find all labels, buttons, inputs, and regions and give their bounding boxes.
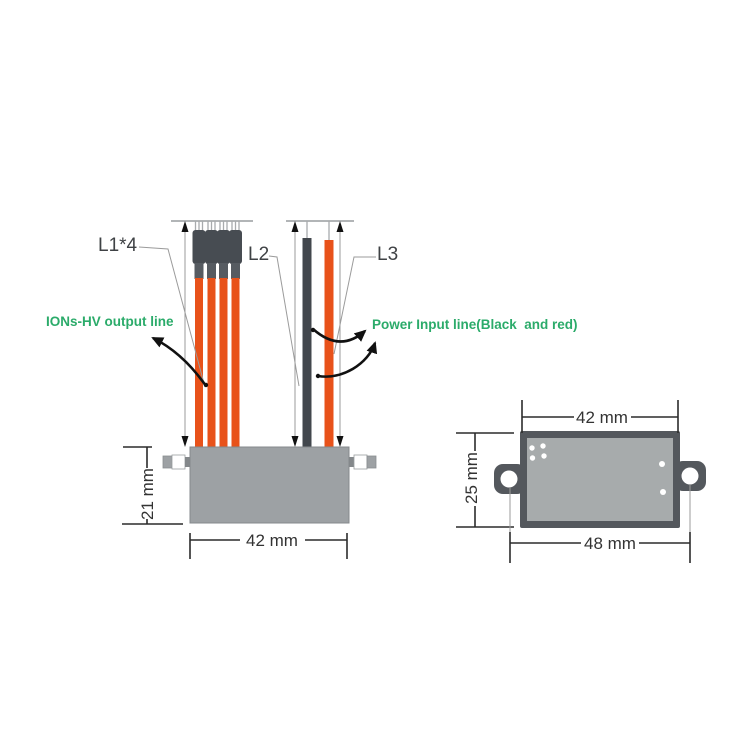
module-top-face xyxy=(527,438,673,521)
hv-connector-sleeve xyxy=(207,263,216,279)
hv-connector xyxy=(217,230,230,264)
hv-wire xyxy=(219,278,228,447)
label-l1-leader xyxy=(138,246,206,388)
power-wire-black xyxy=(302,238,312,447)
label-l3-leader xyxy=(333,256,376,355)
left-mounting-ear xyxy=(494,464,526,494)
right-mounting-stud xyxy=(349,454,377,470)
label-l3: L3 xyxy=(377,244,398,265)
power-input-arrow-red xyxy=(317,341,378,378)
label-l2-leader xyxy=(268,255,300,387)
hv-connectors xyxy=(192,230,242,279)
hv-output-arrow xyxy=(151,336,208,387)
label-l2: L2 xyxy=(248,244,269,265)
hv-connector xyxy=(192,230,206,264)
hv-connector xyxy=(205,230,218,264)
side-height-value: 21 mm xyxy=(138,468,157,520)
hv-wire-bundle xyxy=(192,221,242,447)
power-wire-red xyxy=(324,240,334,447)
side-height-dimension: 21 mm xyxy=(122,446,183,525)
emitter-holes xyxy=(529,443,666,495)
hv-output-annotation: IONs-HV output line xyxy=(46,314,174,329)
side-width-dimension: 42 mm xyxy=(189,531,348,559)
top-width-value: 42 mm xyxy=(576,408,628,427)
hv-wire xyxy=(195,278,203,447)
side-width-value: 42 mm xyxy=(246,531,298,550)
annotation-arrows xyxy=(151,327,378,388)
label-l1: L1*4 xyxy=(98,235,138,256)
hv-wire xyxy=(207,278,216,447)
left-mounting-stud xyxy=(162,454,190,470)
mounting-width-dimension: 48 mm xyxy=(509,485,691,563)
right-mounting-ear xyxy=(674,461,706,491)
module-body-side xyxy=(189,446,350,524)
top-height-value: 25 mm xyxy=(462,452,481,504)
top-width-dimension: 42 mm xyxy=(521,400,679,433)
hv-wires xyxy=(195,278,240,447)
power-input-arrow-black xyxy=(312,328,367,343)
module-top-view xyxy=(494,431,706,528)
hv-connector-sleeve xyxy=(219,263,228,279)
hv-connector-sleeve xyxy=(231,263,240,279)
power-input-annotation: Power Input line(Black and red) xyxy=(372,317,578,332)
hv-connector-sleeve xyxy=(194,263,204,279)
module-side-view xyxy=(162,446,377,524)
mounting-width-value: 48 mm xyxy=(584,534,636,553)
top-height-dimension: 25 mm xyxy=(456,432,514,528)
hv-connector xyxy=(229,230,242,264)
wire-length-dimension-lines xyxy=(181,221,344,447)
hv-wire xyxy=(231,278,240,447)
power-wires xyxy=(302,221,334,447)
